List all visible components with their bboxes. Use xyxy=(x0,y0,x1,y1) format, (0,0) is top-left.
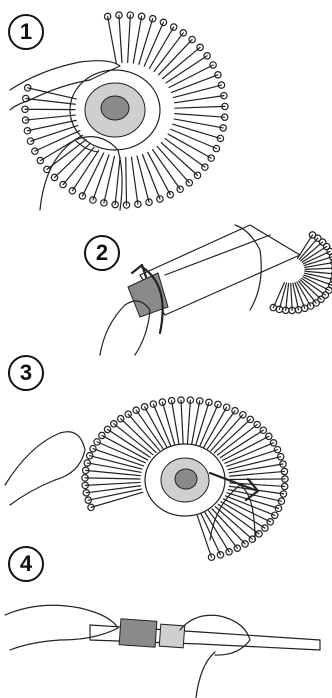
step-3: 3 xyxy=(0,355,332,540)
step-2: 2 xyxy=(0,215,332,355)
disc-removal-icon xyxy=(0,0,332,215)
step-1: 1 xyxy=(0,0,332,215)
pull-out-icon xyxy=(0,355,332,540)
shaft-cleaning-icon xyxy=(0,540,332,698)
step-4: 4 xyxy=(0,540,332,698)
twist-unlock-icon xyxy=(0,215,332,355)
